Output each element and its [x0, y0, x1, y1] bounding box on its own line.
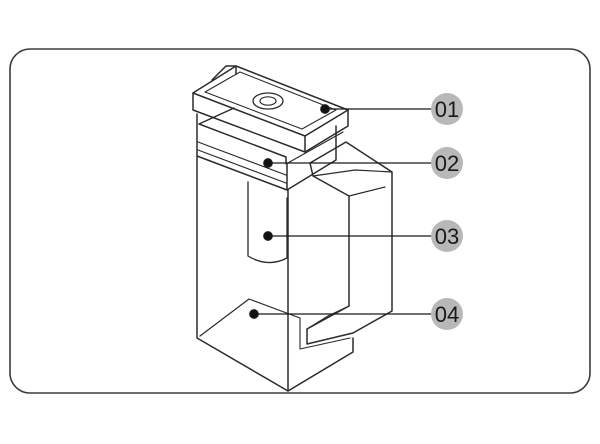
leader-dot-02 [263, 158, 273, 168]
callout-badge-02: 02 [431, 147, 463, 179]
leader-dot-01 [320, 104, 330, 114]
collar-upper-band [198, 107, 287, 164]
inner-tube [247, 181, 288, 264]
handle-inner-edge [312, 169, 393, 197]
body-front-left-edge [196, 155, 289, 392]
callout-badge-03: 03 [431, 220, 463, 252]
collar-rim [285, 131, 344, 165]
callout-badge-01: 01 [431, 93, 463, 125]
callout-badge-04: 04 [431, 298, 463, 330]
body-floor-right [299, 317, 351, 350]
diagram-frame [9, 48, 591, 394]
badge-number: 01 [435, 97, 459, 122]
callout-leaders [249, 104, 434, 319]
handle-bottom-foot [306, 305, 350, 330]
collar-top-lines [197, 141, 287, 184]
lid-front-side [192, 92, 306, 153]
badge-circle [431, 220, 463, 252]
milk-jug-illustration [192, 65, 393, 392]
badge-circle [431, 147, 463, 179]
leader-dot-03 [263, 231, 273, 241]
handle-outer [306, 141, 393, 345]
lid-button [252, 92, 284, 110]
collar-right [286, 125, 337, 191]
badge-number: 02 [435, 151, 459, 176]
badge-number: 04 [435, 302, 459, 327]
collar-front [196, 113, 288, 191]
lid-button-inner [259, 96, 277, 106]
badge-circle [431, 298, 463, 330]
badge-number: 03 [435, 224, 459, 249]
lid-spout [211, 65, 237, 81]
lid-right-side [304, 109, 349, 153]
badge-circle [431, 93, 463, 125]
body-right-edge [287, 337, 354, 392]
lid-inner-panel [204, 71, 337, 130]
body-floor [199, 298, 301, 337]
leader-dot-04 [249, 309, 259, 319]
